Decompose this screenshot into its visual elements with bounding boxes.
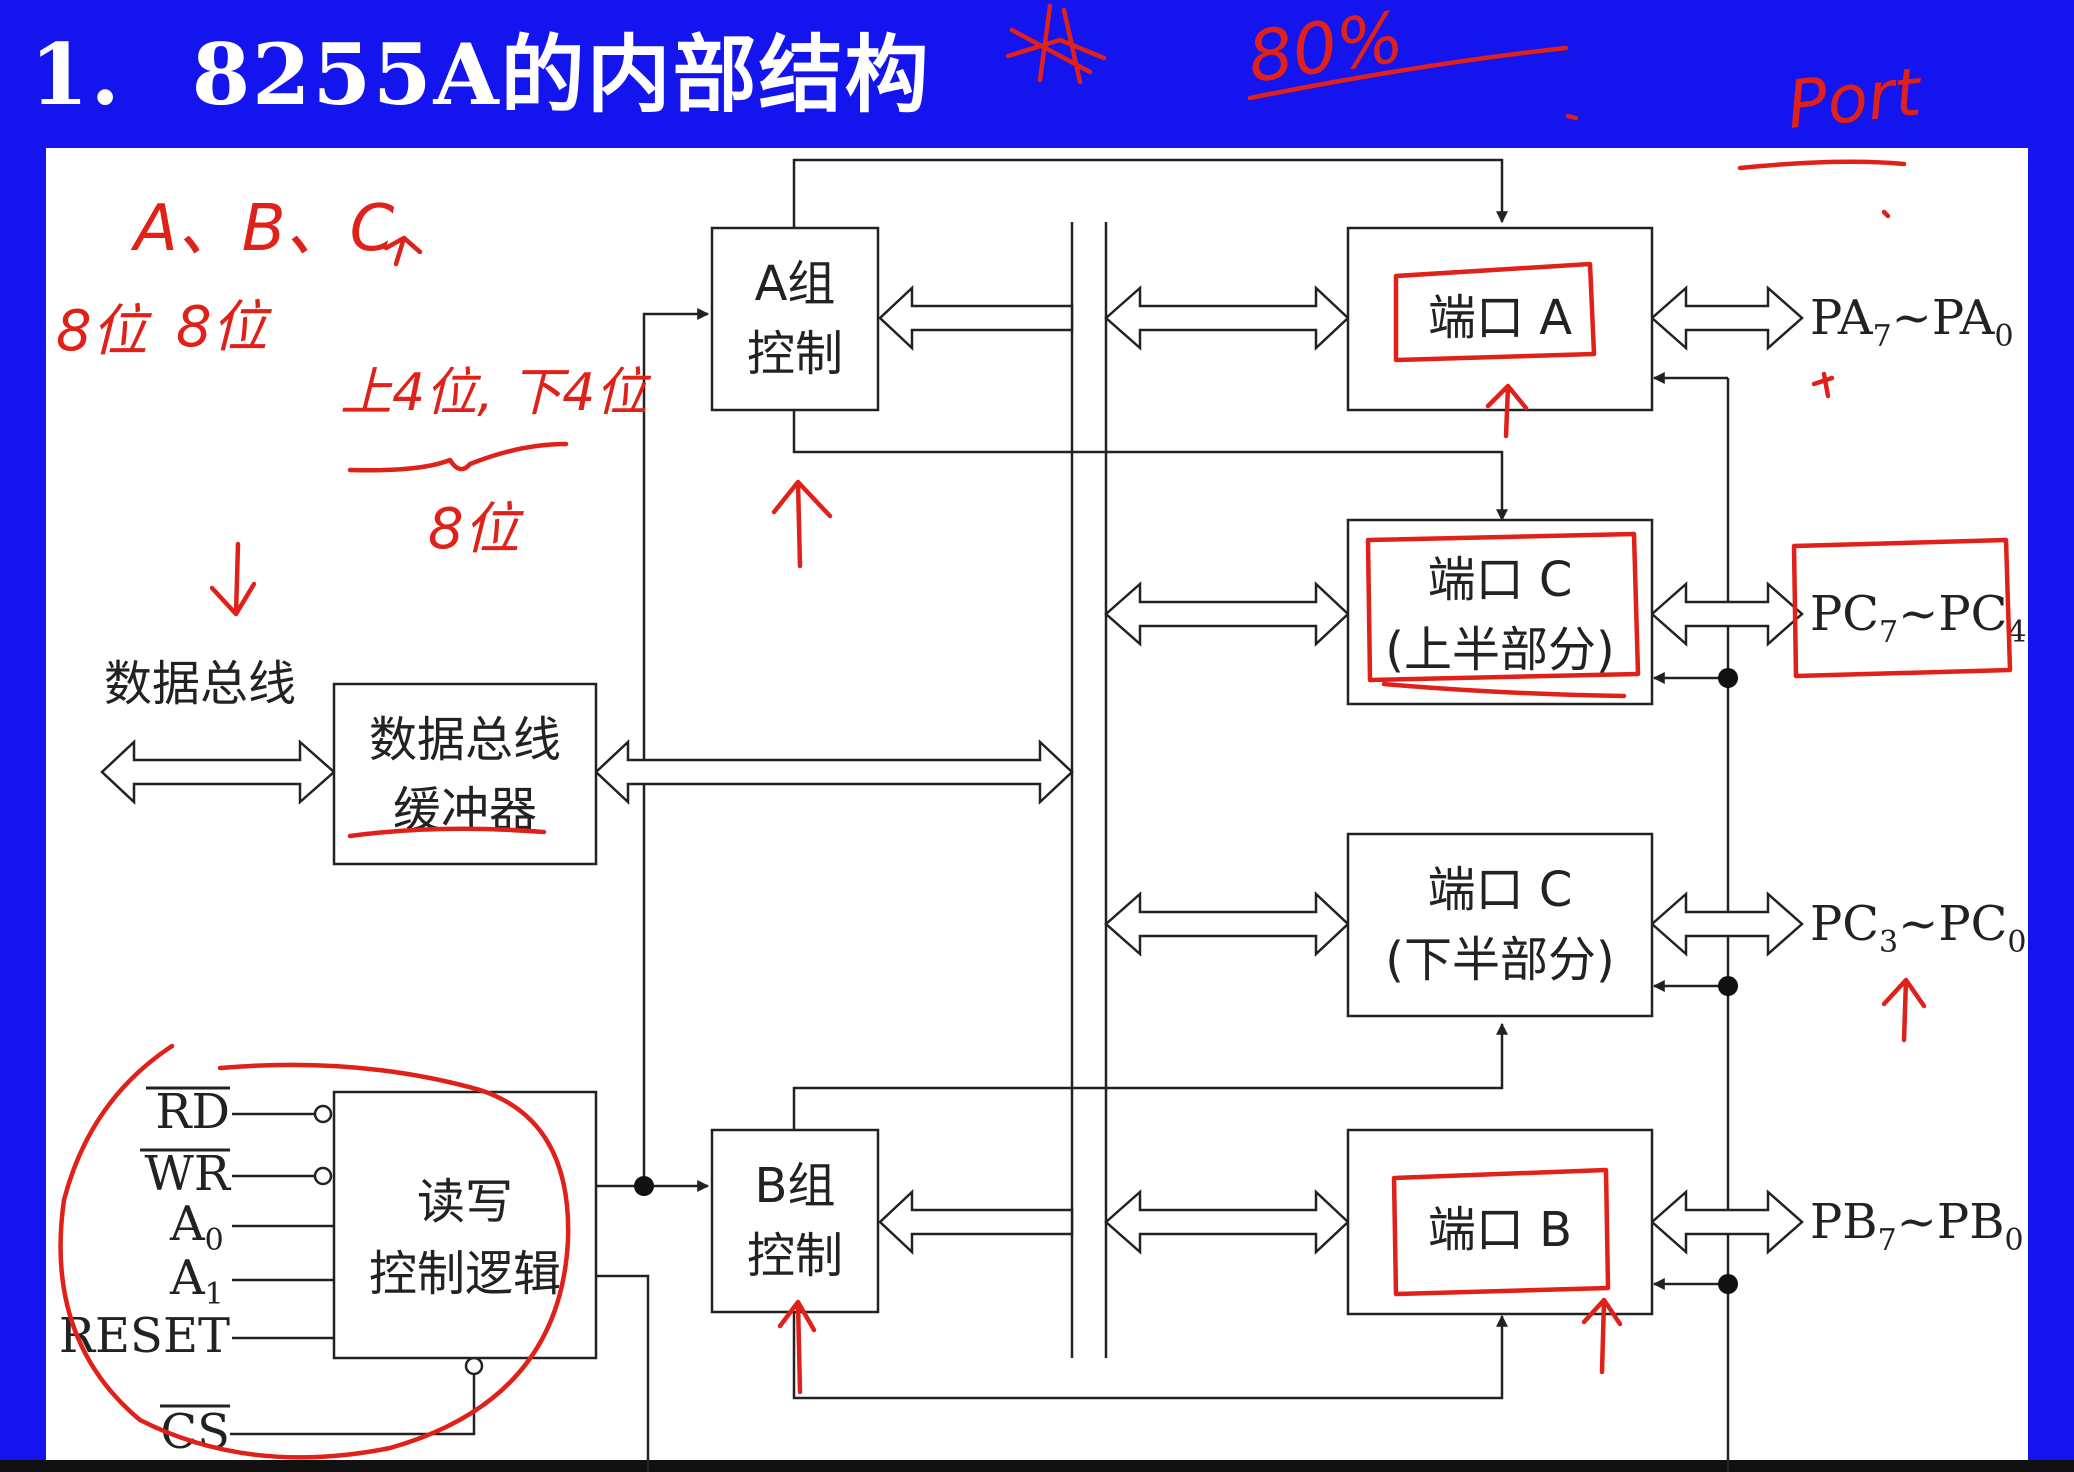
- junction-dots: [634, 668, 1738, 1294]
- handwritten-annotations: 80% Port A、B、C 8位 8位 上4位, 下4位 8位: [56, 0, 2013, 1460]
- annotation-8bit-1: 8位: [56, 299, 153, 364]
- pin-wr-label: WR: [145, 1146, 232, 1202]
- dot-scribble-2: [1881, 209, 1891, 219]
- arrow-up-bgroup: [777, 1299, 817, 1395]
- wr-bubble: [313, 1166, 333, 1186]
- wire-rw-down: [596, 1274, 650, 1472]
- port-a-box-circle: [1393, 261, 1597, 363]
- bus-arrow-pcl: [1104, 891, 1350, 957]
- arrow-down-left: [209, 541, 257, 617]
- pin-bubbles: [313, 1104, 484, 1376]
- group-a-box: [710, 226, 880, 412]
- bottom-strip: [0, 1460, 2074, 1472]
- port-a-label: 端口 A: [1428, 290, 1572, 346]
- slide-title-text: 8255A的内部结构: [191, 25, 931, 124]
- junction-dot-pcl: [1718, 976, 1738, 996]
- data-bus-label: 数据总线: [104, 656, 296, 712]
- junction-dot-control: [634, 1176, 654, 1196]
- annotation-port: Port: [1784, 53, 1927, 144]
- arrow-up-c: [383, 235, 423, 267]
- pc-hi-pins-label: PC7~PC4: [1810, 586, 2026, 650]
- pin-rd-label: RD: [155, 1084, 230, 1140]
- port-c-upper-line2: (上半部分): [1385, 622, 1614, 678]
- bus-arrow-external: [100, 739, 336, 805]
- annotation-8bit-2: 8位: [176, 295, 273, 360]
- pin-arrow-pcu: [1650, 581, 1804, 647]
- bus-arrow-buffer: [594, 739, 1074, 805]
- wire-a-to-pcu: [792, 410, 1508, 522]
- port-underline: [1737, 159, 1907, 171]
- brace-scribble: [347, 441, 569, 473]
- blocks: [332, 226, 1654, 1360]
- pin-cs-line: [230, 1374, 476, 1436]
- pin-arrow-pa: [1650, 285, 1804, 351]
- junction-dot-pcu: [1718, 668, 1738, 688]
- junction-dot-portb: [1718, 1274, 1738, 1294]
- bus-buffer-line1: 数据总线: [369, 712, 561, 768]
- pin-a0-label: A0: [169, 1196, 224, 1258]
- slide-number: 1.: [30, 25, 122, 124]
- bus-arrows: [100, 285, 1804, 1255]
- wire-b-to-portb: [792, 1312, 1508, 1400]
- port-c-upper-line1: 端口 C: [1428, 552, 1573, 608]
- port-b-label: 端口 B: [1428, 1202, 1572, 1258]
- pin-a1-label: A1: [169, 1250, 224, 1312]
- bus-arrow-bgroup: [878, 1189, 1074, 1255]
- dot-scribble: [1565, 113, 1579, 121]
- arrow-up-porta: [1485, 383, 1529, 439]
- external-labels: 数据总线 RD WR A0 A1 RESET CS PA7~PA0 PC7~PC…: [59, 290, 2027, 1460]
- arrow-up-agroup: [771, 479, 833, 569]
- bus-arrow-pcu: [1104, 581, 1350, 647]
- port-c-lower-line1: 端口 C: [1428, 862, 1573, 918]
- block-labels: A组 控制 B组 控制 数据总线 缓冲器 读写 控制逻辑 端口 A 端口 C (…: [369, 256, 1615, 1302]
- port-b-circle: [1391, 1167, 1611, 1297]
- port-b-box: [1346, 1128, 1654, 1316]
- cs-bubble: [464, 1356, 484, 1376]
- pc-lo-pins-label: PC3~PC0: [1810, 896, 2026, 960]
- rw-logic-line2: 控制逻辑: [369, 1246, 561, 1302]
- group-b-line1: B组: [755, 1158, 836, 1214]
- port-c-upper-underline: [1381, 681, 1627, 699]
- pb-pins-label: PB7~PB0: [1810, 1194, 2024, 1258]
- rw-logic-circle: [58, 1043, 571, 1460]
- group-b-line2: 控制: [747, 1228, 843, 1284]
- bus-arrow-agroup: [878, 285, 1074, 351]
- group-b-box: [710, 1128, 880, 1314]
- rw-logic-line1: 读写: [417, 1174, 513, 1230]
- buffer-underline: [347, 826, 547, 839]
- pa-scribble: [1811, 371, 1835, 399]
- percent-underline: [1247, 45, 1569, 101]
- bus-arrow-portb: [1104, 1189, 1350, 1255]
- wire-to-agroup: [642, 308, 710, 1186]
- annotation-abc: A、B、C: [130, 192, 395, 266]
- group-a-line2: 控制: [747, 326, 843, 382]
- annotation-8bit-3: 8位: [428, 497, 525, 562]
- port-c-lower-line2: (下半部分): [1385, 932, 1614, 988]
- port-a-box: [1346, 226, 1654, 412]
- annotation-upper-lower: 上4位, 下4位: [340, 363, 652, 423]
- pc-hi-circle: [1791, 537, 2013, 679]
- pin-arrow-pcl: [1650, 891, 1804, 957]
- bus-arrow-porta: [1104, 285, 1350, 351]
- group-a-line1: A组: [755, 256, 836, 312]
- wire-b-to-pcl: [792, 1022, 1508, 1130]
- port-c-lower-box: [1346, 832, 1654, 1018]
- star-scribble: [1005, 3, 1107, 85]
- arrow-up-pclo: [1881, 977, 1927, 1043]
- rd-bubble: [313, 1104, 333, 1124]
- arrow-up-portb: [1581, 1297, 1623, 1375]
- pin-arrow-pb: [1650, 1189, 1804, 1255]
- pa-pins-label: PA7~PA0: [1810, 290, 2014, 354]
- port-c-upper-circle: [1365, 531, 1641, 683]
- wire-a-to-porta: [792, 158, 1508, 228]
- slide-title: 1. 8255A的内部结构: [30, 10, 931, 140]
